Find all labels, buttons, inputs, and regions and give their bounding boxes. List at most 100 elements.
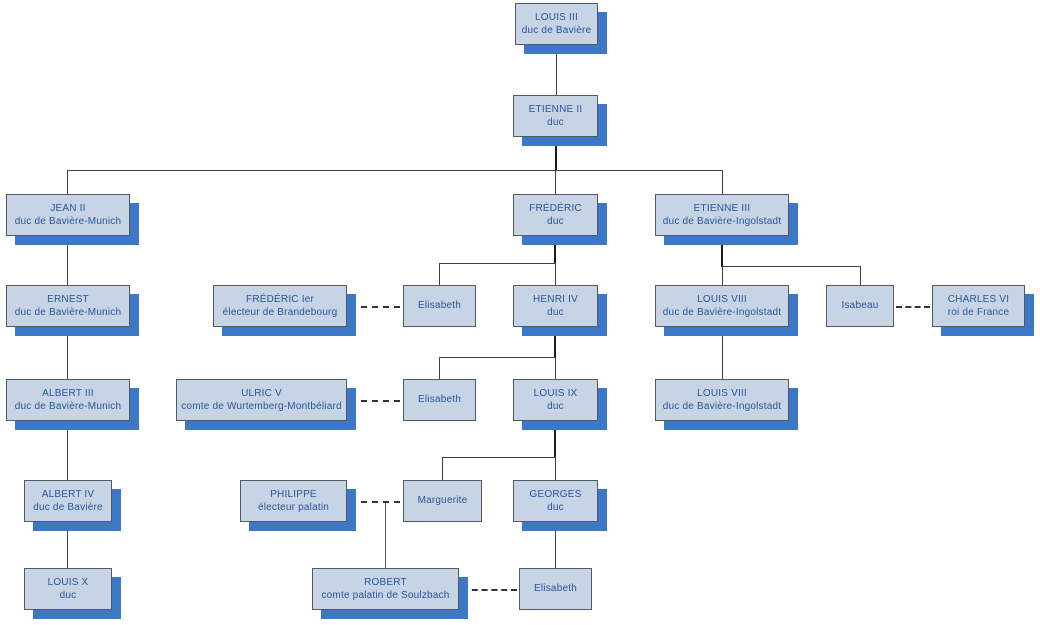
connector-bar-elisabeth1: [439, 263, 440, 285]
node-title: duc: [59, 590, 77, 601]
node-robert[interactable]: ROBERT comte palatin de Soulzbach: [312, 568, 459, 610]
node-name: ALBERT IV: [41, 489, 95, 500]
connector-bar-henri4: [555, 263, 556, 285]
node-title: comte palatin de Soulzbach: [321, 590, 450, 601]
node-elisabeth3[interactable]: Elisabeth: [519, 568, 592, 610]
connector-bar-elisabeth2: [439, 357, 440, 379]
node-title: duc: [547, 401, 564, 412]
marriage-isabeau-charles6: [896, 306, 930, 308]
connector-ernest-albert3: [67, 327, 68, 379]
node-elisabeth2[interactable]: Elisabeth: [403, 379, 476, 421]
node-title: duc de Bavière-Ingolstadt: [662, 401, 782, 412]
node-name: ROBERT: [364, 577, 407, 588]
node-henri4[interactable]: HENRI IV duc: [513, 285, 598, 327]
node-title: comte de Wurtemberg-Montbéliard: [181, 401, 342, 412]
node-marguerite[interactable]: Marguerite: [403, 480, 482, 522]
connector-louis9-down: [554, 421, 556, 458]
node-etienne3[interactable]: ETIENNE III duc de Bavière-Ingolstadt: [655, 194, 789, 236]
node-name: GEORGES: [529, 489, 582, 500]
node-frederic[interactable]: FRÉDÉRIC duc: [513, 194, 598, 236]
node-name: LOUIS VIII: [697, 388, 747, 399]
node-name: Isabeau: [841, 300, 879, 311]
connector-bar-louis9: [555, 357, 556, 379]
connector-etienne3-down: [721, 236, 723, 267]
node-name: ULRIC V: [241, 388, 282, 399]
node-name: Elisabeth: [534, 583, 577, 594]
node-title: duc de Bavière: [33, 502, 103, 513]
node-title: duc de Bavière-Munich: [14, 216, 122, 227]
connector-louis8a-louis8b: [722, 327, 723, 379]
connector-frederic-down: [554, 236, 556, 264]
connector-bar-isabeau: [860, 266, 861, 285]
marriage-robert-elisabeth3: [462, 589, 517, 591]
node-name: HENRI IV: [533, 294, 578, 305]
node-title: duc: [547, 502, 564, 513]
node-title: électeur de Brandebourg: [222, 307, 338, 318]
node-albert4[interactable]: ALBERT IV duc de Bavière: [24, 480, 112, 522]
node-title: duc: [547, 216, 564, 227]
node-name: ETIENNE III: [693, 203, 751, 214]
marriage-ulric5-elisabeth2: [350, 400, 400, 402]
connector-albert3-albert4: [67, 421, 68, 480]
node-albert3[interactable]: ALBERT III duc de Bavière-Munich: [6, 379, 130, 421]
sibling-bar-etienne3-children: [722, 266, 860, 267]
node-name: Elisabeth: [418, 300, 461, 311]
connector-bar-marguerite: [442, 457, 443, 480]
node-name: PHILIPPE: [270, 489, 317, 500]
connector-bar-georges: [555, 457, 556, 480]
connector-louis3-etienne2: [556, 45, 557, 95]
node-ulric5[interactable]: ULRIC V comte de Wurtemberg-Montbéliard: [176, 379, 347, 421]
connector-union-robert-vertical: [385, 501, 386, 568]
node-frederic1er[interactable]: FRÉDÉRIC Ier électeur de Brandebourg: [213, 285, 347, 327]
node-isabeau[interactable]: Isabeau: [826, 285, 894, 327]
node-name: Marguerite: [417, 495, 468, 506]
marriage-philippe-marguerite: [350, 501, 400, 503]
node-name: LOUIS X: [47, 577, 89, 588]
connector-albert4-louis10: [67, 522, 68, 568]
connector-etienne2-down: [555, 137, 557, 171]
connector-bar-louis8a: [722, 266, 723, 285]
node-title: duc de Bavière-Ingolstadt: [662, 216, 782, 227]
node-title: duc de Bavière-Munich: [14, 401, 122, 412]
node-name: JEAN II: [50, 203, 86, 214]
node-charles6[interactable]: CHARLES VI roi de France: [932, 285, 1025, 327]
node-louis10[interactable]: LOUIS X duc: [24, 568, 112, 610]
node-title: duc de Bavière-Ingolstadt: [662, 307, 782, 318]
node-louis8a[interactable]: LOUIS VIII duc de Bavière-Ingolstadt: [655, 285, 789, 327]
sibling-bar-henri4-children: [439, 357, 556, 358]
connector-henri4-down: [554, 327, 556, 358]
node-name: Elisabeth: [418, 394, 461, 405]
connector-bar-etienne3: [722, 170, 723, 194]
node-name: ETIENNE II: [528, 104, 583, 115]
node-name: ERNEST: [47, 294, 89, 305]
node-name: FRÉDÉRIC Ier: [246, 294, 314, 305]
node-louis8b[interactable]: LOUIS VIII duc de Bavière-Ingolstadt: [655, 379, 789, 421]
sibling-bar-frederic-children: [439, 263, 556, 264]
node-elisabeth1[interactable]: Elisabeth: [403, 285, 476, 327]
marriage-frederic1er-elisabeth1: [350, 306, 400, 308]
connector-jean2-ernest: [67, 236, 68, 285]
node-title: duc: [547, 117, 564, 128]
connector-bar-frederic: [555, 170, 556, 194]
node-name: CHARLES VI: [947, 294, 1010, 305]
node-name: FRÉDÉRIC: [529, 203, 582, 214]
node-name: ALBERT III: [42, 388, 94, 399]
node-title: électeur palatin: [257, 502, 330, 513]
node-title: duc de Bavière: [521, 25, 592, 36]
node-ernest[interactable]: ERNEST duc de Bavière-Munich: [6, 285, 130, 327]
node-title: duc de Bavière-Munich: [14, 307, 122, 318]
node-georges[interactable]: GEORGES duc: [513, 480, 598, 522]
node-louis3[interactable]: LOUIS III duc de Bavière: [515, 3, 598, 45]
node-title: roi de France: [947, 307, 1010, 318]
node-title: duc: [547, 307, 564, 318]
node-name: LOUIS VIII: [697, 294, 747, 305]
node-jean2[interactable]: JEAN II duc de Bavière-Munich: [6, 194, 130, 236]
sibling-bar-generation-3: [67, 170, 723, 171]
connector-bar-jean2: [67, 170, 68, 194]
sibling-bar-louis9-children: [442, 457, 556, 458]
node-name: LOUIS III: [535, 12, 578, 23]
node-philippe[interactable]: PHILIPPE électeur palatin: [240, 480, 347, 522]
node-etienne2[interactable]: ETIENNE II duc: [513, 95, 598, 137]
